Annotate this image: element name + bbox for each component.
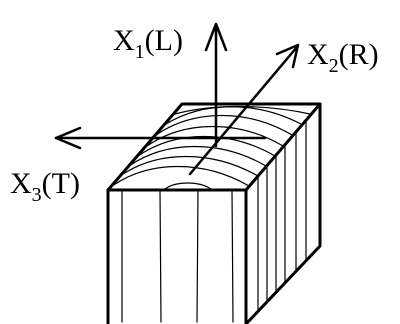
axis-x2-label: X2(R) — [307, 38, 379, 77]
growth-rings — [111, 105, 311, 190]
axis-x2-arrow — [188, 43, 300, 176]
block-right-face — [244, 102, 322, 324]
block-front-face — [106, 188, 248, 324]
axis-x1-label: X1(L) — [113, 24, 183, 63]
wood-block — [106, 102, 322, 324]
axis-x1-arrow — [204, 22, 228, 148]
axis-x3-arrow — [54, 126, 267, 150]
side-grain-lines — [257, 120, 307, 313]
front-grain-lines — [121, 189, 234, 323]
axis-x3-label: X3(T) — [10, 167, 80, 206]
axes — [54, 22, 300, 176]
